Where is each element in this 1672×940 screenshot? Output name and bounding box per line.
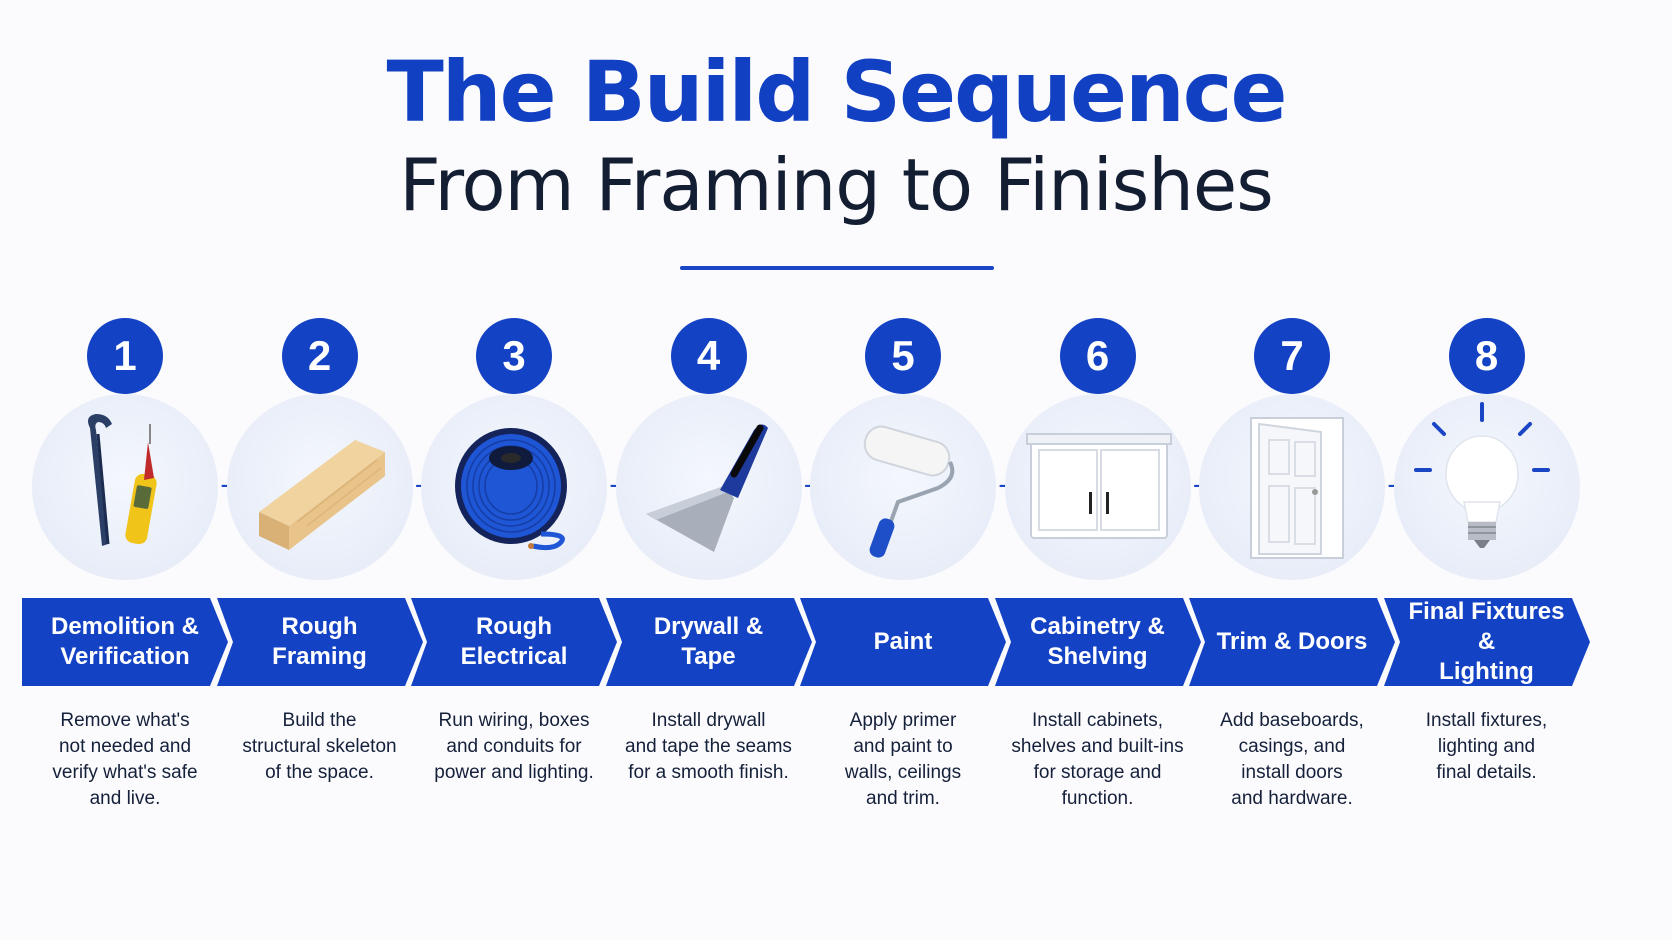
step-description: Install fixtures, lighting and final det…	[1425, 710, 1548, 783]
step-label: Paint	[873, 628, 933, 655]
step-number-badge: 8	[1448, 318, 1525, 394]
step-description: Build the structural skeleton of the spa…	[242, 710, 397, 783]
paint-roller-icon	[810, 394, 996, 580]
step-label: Demolition & Verification	[51, 613, 199, 670]
step-label-banner: Rough Electrical	[411, 598, 617, 686]
step-label: Cabinetry & Shelving	[1030, 613, 1165, 670]
step-description: Install drywall and tape the seams for a…	[625, 710, 792, 783]
step-label-banner: Cabinetry & Shelving	[994, 598, 1201, 686]
step-number-badge: 3	[476, 318, 552, 394]
wire-spool-icon	[421, 394, 607, 580]
step-description: Run wiring, boxes and conduits for power…	[434, 710, 594, 783]
door-icon	[1199, 394, 1385, 580]
step-label-banner: Demolition & Verification	[22, 598, 228, 686]
step-number-badge: 7	[1254, 318, 1330, 394]
step-number-badge: 2	[281, 318, 358, 394]
step-label-banner: Trim & Doors	[1189, 598, 1395, 686]
step-description: Install cabinets, shelves and built-ins …	[1011, 710, 1184, 809]
step-label: Rough Framing	[272, 613, 367, 670]
step-number-badge: 1	[87, 318, 163, 394]
step-number-badge: 5	[865, 318, 941, 394]
crowbar-and-voltage-tester-icon	[32, 394, 218, 580]
step-number-badge: 6	[1059, 318, 1136, 394]
step-label-banner: Drywall & Tape	[605, 598, 812, 686]
title-divider	[680, 266, 994, 270]
step-number-badge: 4	[670, 318, 747, 394]
step-label: Trim & Doors	[1216, 628, 1368, 655]
step-description: Add baseboards, casings, and install doo…	[1220, 710, 1364, 809]
step-label-banner: Paint	[800, 598, 1006, 686]
lumber-icon	[226, 394, 413, 580]
page-subtitle: From Framing to Finishes	[399, 143, 1273, 227]
putty-knife-icon	[615, 394, 802, 580]
step-description: Apply primer and paint to walls, ceiling…	[844, 710, 962, 809]
step-description: Remove what's not needed and verify what…	[52, 710, 198, 809]
light-bulb-icon	[1393, 394, 1580, 580]
page-title: The Build Sequence	[386, 43, 1287, 141]
step-label: Final Fixtures & Lighting	[1408, 598, 1565, 685]
cabinet-icon	[1004, 394, 1191, 580]
step-label-banner: Final Fixtures & Lighting	[1383, 598, 1590, 686]
step-label: Rough Electrical	[460, 613, 568, 670]
step-label: Drywall & Tape	[653, 613, 764, 670]
step-label-banner: Rough Framing	[216, 598, 423, 686]
